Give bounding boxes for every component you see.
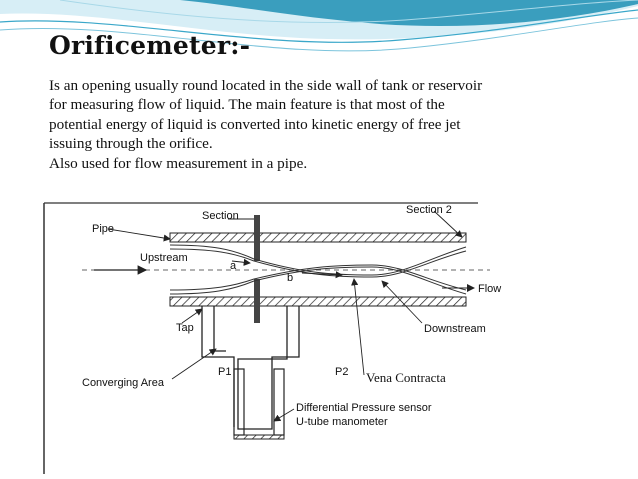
label-vena-contracta: Vena Contracta (366, 370, 446, 385)
label-converging-area: Converging Area (82, 377, 165, 389)
label-sensor-line-1: Differential Pressure sensor (296, 402, 432, 414)
pipe-top-wall (169, 232, 467, 243)
label-upstream: Upstream (140, 252, 188, 264)
paragraph-line: issuing through the orifice. (49, 135, 213, 153)
wave-stroke-3 (59, 0, 638, 23)
orifice-plate-bottom (254, 279, 260, 323)
label-pipe: Pipe (92, 223, 114, 235)
label-tap: Tap (176, 322, 194, 334)
label-p2: P2 (335, 366, 348, 378)
label-b: b (287, 272, 293, 284)
orifice-plate-top (254, 215, 260, 261)
wave-stroke-2 (0, 17, 638, 52)
label-a: a (230, 260, 237, 272)
slide-body: Is an opening usually round located in t… (49, 76, 609, 173)
paragraph-pipe-use: Also used for flow measurement in a pipe… (49, 154, 308, 172)
paragraph-line: Is an opening usually round located in t… (49, 77, 483, 94)
paragraph-line: potential energy of liquid is converted … (49, 115, 461, 133)
paragraph-line: for measuring flow of liquid. The main f… (49, 96, 445, 114)
pipe-bottom-wall (169, 296, 467, 307)
label-section-2: Section 2 (406, 204, 452, 216)
header-wave-decoration (0, 0, 638, 52)
wave-stroke-1 (0, 9, 638, 43)
slide-title: Orificemeter:- (49, 31, 251, 60)
label-section-1: Section (202, 210, 239, 222)
label-downstream: Downstream (424, 323, 486, 335)
label-sensor-line-2: U-tube manometer (296, 416, 388, 428)
manometer-u-tube (233, 368, 245, 436)
orificemeter-diagram: Pipe Section Section 2 Upstream a b Flow… (43, 202, 501, 474)
wave-dark-band (180, 0, 638, 26)
label-flow: Flow (478, 283, 501, 295)
label-p1: P1 (218, 366, 231, 378)
